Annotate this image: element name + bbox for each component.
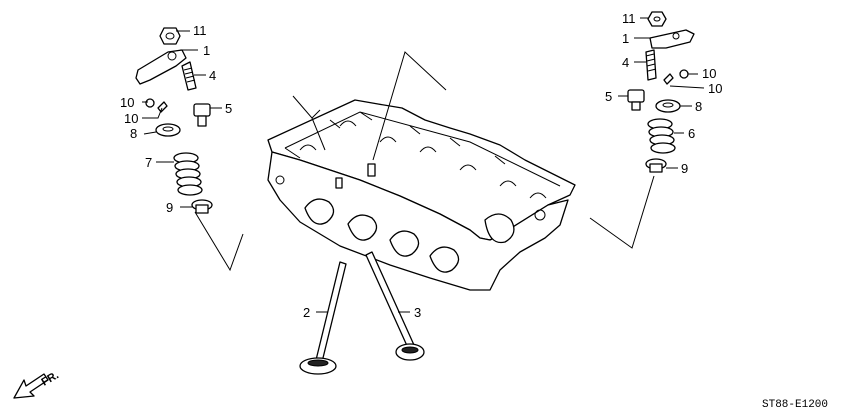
right-nut bbox=[647, 11, 667, 27]
callout-left-10a: 10 bbox=[120, 95, 134, 110]
callout-left-5: 5 bbox=[225, 101, 232, 116]
leader-lines bbox=[194, 51, 655, 272]
right-retainer bbox=[655, 99, 681, 113]
front-direction-arrow: FR. bbox=[13, 369, 61, 399]
right-valve-spring bbox=[647, 118, 676, 154]
callout-exhaust-valve: 3 bbox=[414, 305, 421, 320]
callout-right-6: 6 bbox=[688, 126, 695, 141]
right-lock-nut bbox=[663, 69, 689, 85]
left-valve-seal bbox=[191, 199, 213, 214]
cylinder-head bbox=[267, 99, 576, 291]
callout-right-5: 5 bbox=[605, 89, 612, 104]
right-rocker-arm bbox=[649, 29, 695, 49]
exhaust-valve bbox=[365, 251, 425, 361]
callout-right-8: 8 bbox=[695, 99, 702, 114]
left-rocker-arm bbox=[135, 49, 187, 85]
callout-left-11: 11 bbox=[193, 23, 207, 38]
callout-left-9: 9 bbox=[166, 200, 173, 215]
callout-leaders bbox=[142, 17, 705, 313]
left-lash-adjuster bbox=[193, 103, 211, 127]
right-valve-seal bbox=[645, 158, 667, 173]
left-valve-spring bbox=[173, 152, 203, 196]
callout-left-1: 1 bbox=[203, 43, 210, 58]
right-adjusting-screw bbox=[645, 49, 657, 81]
callout-left-10b: 10 bbox=[124, 111, 138, 126]
callout-right-1: 1 bbox=[622, 31, 629, 46]
left-lock-nut bbox=[145, 98, 168, 113]
callout-right-10a: 10 bbox=[702, 66, 716, 81]
front-direction-label: FR. bbox=[40, 369, 61, 388]
left-retainer bbox=[155, 123, 181, 137]
diagram-code: ST88-E1200 bbox=[762, 399, 828, 411]
left-adjusting-screw bbox=[181, 61, 197, 91]
callout-intake-valve: 2 bbox=[303, 305, 310, 320]
intake-valve bbox=[299, 261, 347, 375]
right-lash-adjuster bbox=[627, 89, 645, 111]
callout-numbers: 11 1 4 5 10 10 8 7 9 11 1 4 10 10 5 8 6 … bbox=[120, 11, 722, 320]
callout-right-11: 11 bbox=[622, 11, 636, 26]
callout-left-4: 4 bbox=[209, 68, 216, 83]
callout-left-8: 8 bbox=[130, 126, 137, 141]
callout-right-10b: 10 bbox=[708, 81, 722, 96]
callout-right-4: 4 bbox=[622, 55, 629, 70]
left-nut bbox=[159, 27, 181, 45]
callout-left-7: 7 bbox=[145, 155, 152, 170]
callout-right-9: 9 bbox=[681, 161, 688, 176]
